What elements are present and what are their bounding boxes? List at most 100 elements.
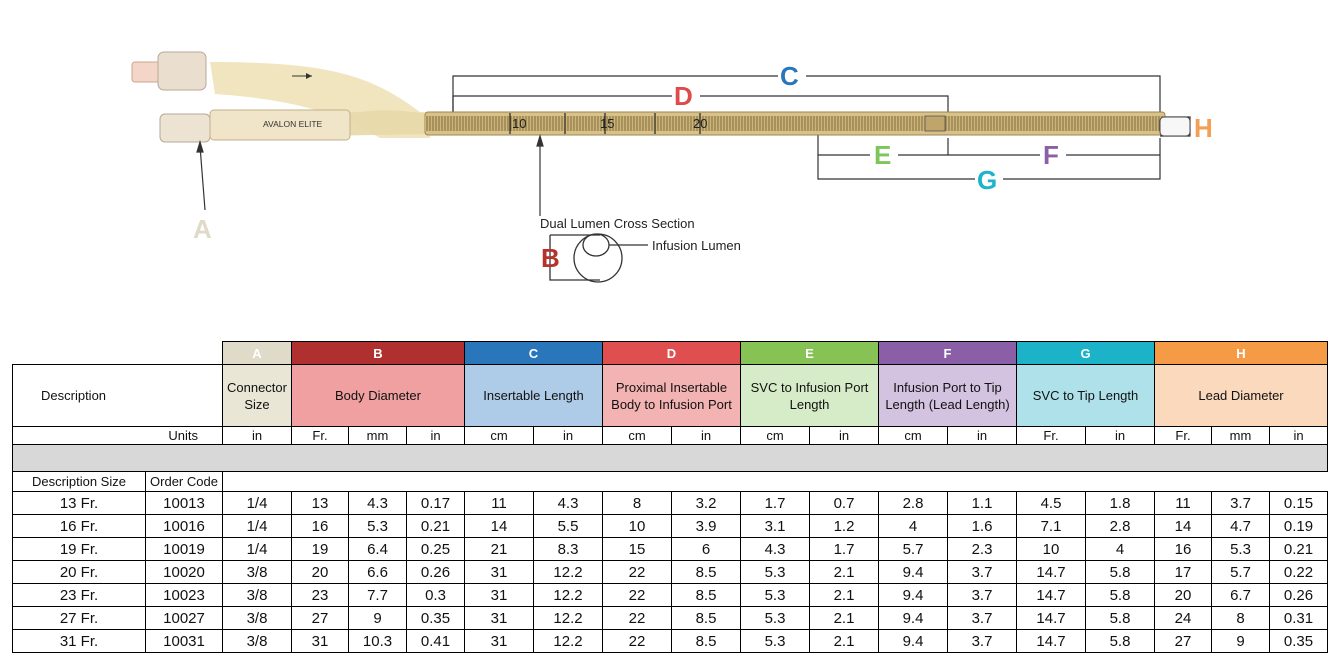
table-cell: 7.7 xyxy=(348,583,407,607)
table-cell: 14.7 xyxy=(1016,606,1086,630)
header-letter-g: G xyxy=(1016,341,1155,365)
units-row: Units in Fr. mm in cm in cm in cm in cm … xyxy=(12,426,1328,445)
unit-cell: Fr. xyxy=(1154,426,1212,445)
table-cell: 8.5 xyxy=(671,560,741,584)
table-cell: 1.2 xyxy=(809,514,879,538)
unit-cell: cm xyxy=(602,426,672,445)
header-letter-f: F xyxy=(878,341,1017,365)
table-cell: 14 xyxy=(1154,514,1212,538)
desc-svc-tip: SVC to Tip Length xyxy=(1016,364,1155,427)
table-cell: 15 xyxy=(602,537,672,561)
table-cell: 0.41 xyxy=(406,629,465,653)
table-cell: 24 xyxy=(1154,606,1212,630)
table-cell: 10 xyxy=(1016,537,1086,561)
table-cell: 9 xyxy=(348,606,407,630)
table-cell: 10 xyxy=(602,514,672,538)
table-cell: 3.2 xyxy=(671,491,741,515)
table-cell: 6.7 xyxy=(1211,583,1270,607)
table-cell: 2.8 xyxy=(878,491,948,515)
depth-ticks xyxy=(509,113,701,134)
cross-section xyxy=(549,233,648,283)
unit-cell: in xyxy=(1085,426,1155,445)
table-cell: 4.7 xyxy=(1211,514,1270,538)
table-cell: 4.5 xyxy=(1016,491,1086,515)
col-header-order-code: Order Code xyxy=(145,471,223,492)
units-label: Units xyxy=(12,426,223,445)
upper-connector xyxy=(131,51,312,91)
table-cell: 16 xyxy=(1154,537,1212,561)
table-cell: 5.3 xyxy=(740,629,810,653)
table-cell: 3.7 xyxy=(947,583,1017,607)
header-letter-h: H xyxy=(1154,341,1328,365)
table-cell: 20 xyxy=(1154,583,1212,607)
table-cell: 0.26 xyxy=(406,560,465,584)
table-cell: 1.8 xyxy=(1085,491,1155,515)
table-cell: 3.7 xyxy=(1211,491,1270,515)
letter-header-row: A B C D E F G H xyxy=(13,341,1328,365)
table-cell: 10013 xyxy=(145,491,223,515)
table-cell: 23 Fr. xyxy=(12,583,146,607)
table-cell: 1/4 xyxy=(222,514,292,538)
table-cell: 22 xyxy=(602,629,672,653)
table-cell: 8 xyxy=(602,491,672,515)
infusion-lumen-label: Infusion Lumen xyxy=(652,238,741,253)
table-cell: 11 xyxy=(464,491,534,515)
table-cell: 14 xyxy=(464,514,534,538)
column-header-row: Description Size Order Code xyxy=(12,471,1328,492)
desc-port-to-tip: Infusion Port to Tip Length (Lead Length… xyxy=(878,364,1017,427)
spec-table: A B C D E F G H Description Connector Si… xyxy=(12,341,1328,653)
cross-section-label: Dual Lumen Cross Section xyxy=(540,216,695,231)
table-cell: 3.9 xyxy=(671,514,741,538)
table-cell: 27 xyxy=(291,606,349,630)
unit-cell: in xyxy=(947,426,1017,445)
table-cell: 0.26 xyxy=(1269,583,1328,607)
desc-insertable-length: Insertable Length xyxy=(464,364,603,427)
table-cell: 0.35 xyxy=(1269,629,1328,653)
table-cell: 9 xyxy=(1211,629,1270,653)
table-cell: 3.7 xyxy=(947,606,1017,630)
table-cell: 5.7 xyxy=(1211,560,1270,584)
table-cell: 4.3 xyxy=(740,537,810,561)
table-cell: 12.2 xyxy=(533,629,603,653)
table-cell: 6.6 xyxy=(348,560,407,584)
table-cell: 13 xyxy=(291,491,349,515)
table-cell: 2.1 xyxy=(809,606,879,630)
table-cell: 1/4 xyxy=(222,491,292,515)
table-cell: 8.5 xyxy=(671,606,741,630)
letter-h: H xyxy=(1194,113,1213,143)
table-cell: 3/8 xyxy=(222,583,292,607)
table-cell: 17 xyxy=(1154,560,1212,584)
letter-c: C xyxy=(780,61,799,91)
table-cell: 23 xyxy=(291,583,349,607)
table-cell: 0.35 xyxy=(406,606,465,630)
catheter-diagram: 10 15 20 AVALON ELITE Dual Lumen Cross S… xyxy=(131,51,1213,283)
table-cell: 31 xyxy=(464,583,534,607)
table-cell: 8.5 xyxy=(671,629,741,653)
table-cell: 3/8 xyxy=(222,560,292,584)
table-cell: 0.15 xyxy=(1269,491,1328,515)
unit-cell: in xyxy=(406,426,465,445)
table-cell: 3/8 xyxy=(222,606,292,630)
table-cell: 2.1 xyxy=(809,560,879,584)
letter-f: F xyxy=(1043,140,1059,170)
table-cell: 31 Fr. xyxy=(12,629,146,653)
table-cell: 14.7 xyxy=(1016,560,1086,584)
unit-cell: cm xyxy=(878,426,948,445)
table-cell: 4.3 xyxy=(533,491,603,515)
table-cell: 16 xyxy=(291,514,349,538)
table-cell: 5.3 xyxy=(348,514,407,538)
header-letter-a: A xyxy=(222,341,292,365)
desc-lead-diameter: Lead Diameter xyxy=(1154,364,1328,427)
table-cell: 5.3 xyxy=(1211,537,1270,561)
table-cell: 0.3 xyxy=(406,583,465,607)
table-cell: 0.21 xyxy=(1269,537,1328,561)
table-cell: 3.1 xyxy=(740,514,810,538)
unit-cell: Fr. xyxy=(291,426,349,445)
tick-label-15: 15 xyxy=(600,116,614,131)
